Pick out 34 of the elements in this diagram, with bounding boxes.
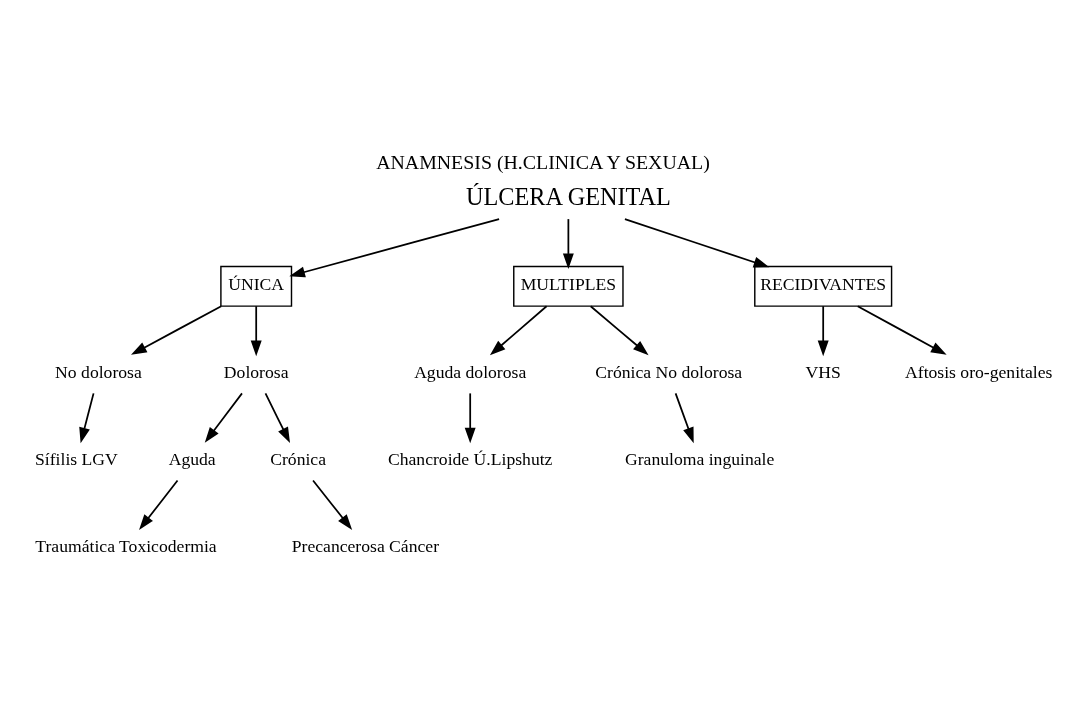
node-text: Aguda dolorosa — [414, 361, 527, 382]
arrow — [624, 218, 770, 268]
arrow — [817, 305, 829, 357]
node-box: MULTIPLES — [513, 265, 624, 307]
arrow — [489, 305, 548, 356]
arrow — [562, 218, 574, 270]
node-text: Precancerosa Cáncer — [291, 535, 440, 556]
arrow — [312, 479, 353, 530]
node-text: Chancroide Ú.Lipshutz — [387, 448, 553, 469]
arrow — [79, 392, 95, 444]
node-text: Crónica — [270, 448, 327, 469]
node-box: ÚNICA — [220, 265, 293, 307]
arrow — [139, 479, 179, 530]
node-text: Sífilis LGV — [35, 448, 118, 469]
node-text: Traumática Toxicodermia — [35, 535, 217, 556]
arrow — [250, 305, 262, 357]
arrow — [131, 305, 223, 355]
arrow — [204, 392, 243, 443]
arrow — [464, 392, 476, 444]
node-text: Granuloma inguinale — [625, 448, 775, 469]
node-text: VHS — [805, 361, 841, 382]
diagram-title: ANAMNESIS (H.CLINICA Y SEXUAL) — [376, 150, 710, 173]
node-text: ÚLCERA GENITAL — [465, 183, 671, 211]
arrow — [289, 218, 500, 278]
node-text: Dolorosa — [223, 361, 289, 382]
arrow — [674, 392, 694, 444]
arrow — [589, 305, 649, 356]
node-text: Aguda — [168, 448, 216, 469]
node-box: RECIDIVANTES — [754, 265, 893, 307]
node-text: Aftosis oro-genitales — [905, 361, 1053, 382]
node-text: No dolorosa — [55, 361, 142, 382]
arrow — [264, 392, 291, 444]
arrow — [856, 305, 947, 355]
node-text: Crónica No dolorosa — [595, 361, 743, 382]
